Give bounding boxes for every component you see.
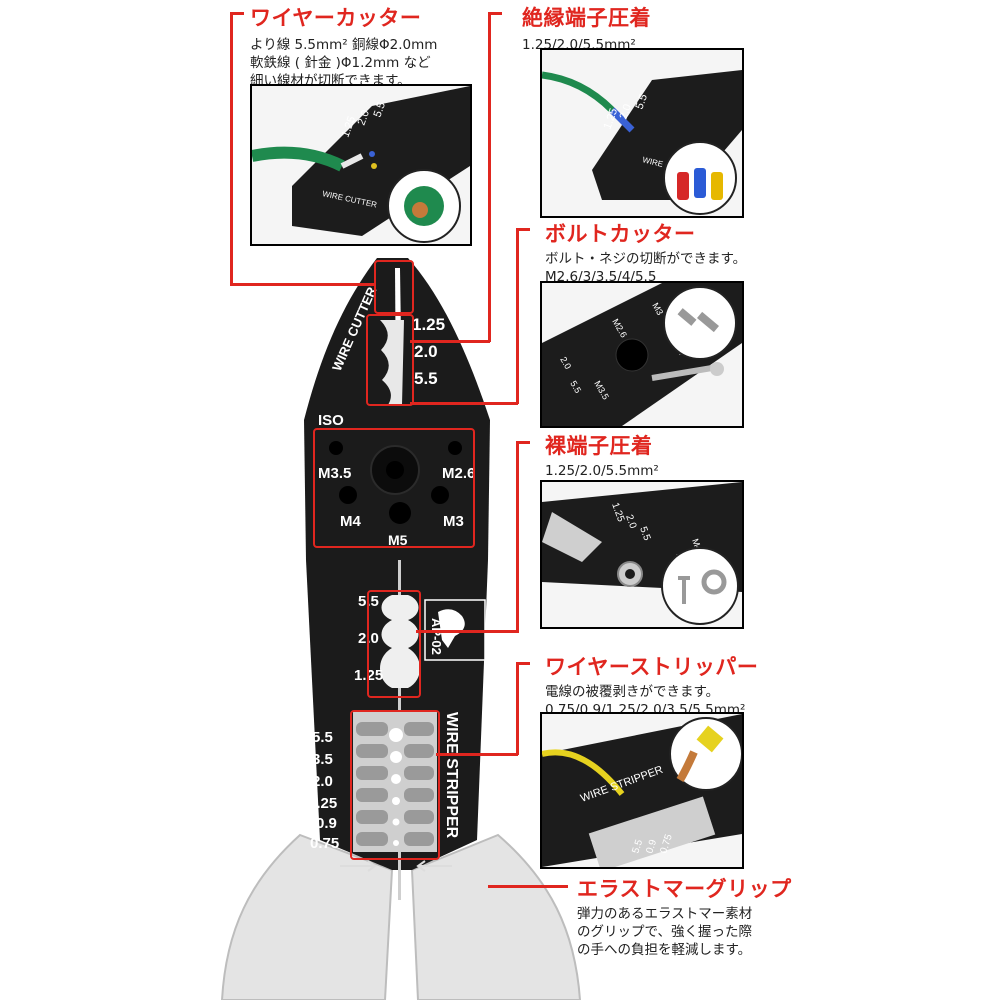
tool-hole-m5: M5 xyxy=(388,532,408,548)
leader-stripper-v xyxy=(516,662,519,755)
leader-bare-top xyxy=(516,441,530,444)
highlight-bare-crimp xyxy=(367,590,421,698)
section-line: ボルト・ネジの切断ができます。 xyxy=(545,251,747,267)
leader-wire-cutter-top xyxy=(230,12,244,15)
section-title: 裸端子圧着 xyxy=(545,434,653,458)
leader-insulated-top xyxy=(488,12,502,15)
tool-hole-m26: M2.6 xyxy=(442,465,475,482)
photo-strip-size-1: 5.5 xyxy=(630,838,645,855)
leader-bolt-top xyxy=(516,228,530,231)
section-line: 電線の被覆剥きができます。 xyxy=(545,684,720,700)
tool-ins-size-3: 5.5 xyxy=(414,369,438,388)
photo-ins-size-2: 2.0 xyxy=(618,103,635,121)
leader-stripper-top xyxy=(516,662,530,665)
section-line: 弾力のあるエラストマー素材 xyxy=(577,906,753,922)
photo-wc-size-3: 5.5 xyxy=(372,101,389,119)
highlight-insulated-crimp xyxy=(366,314,414,406)
section-title: ワイヤーカッター xyxy=(250,6,422,30)
photo-strip-size-2: 0.9 xyxy=(644,838,659,855)
section-wire-cutter: ワイヤーカッター より線 5.5mm² 銅線Φ2.0mm 軟鉄線 ( 針金 )Φ… xyxy=(250,2,437,90)
leader-grip xyxy=(488,885,568,888)
leader-wire-cutter xyxy=(230,12,233,284)
section-grip: エラストマーグリップ 弾力のあるエラストマー素材 のグリップで、強く握った際 の… xyxy=(577,873,792,959)
tool-strip-size-3: 2.0 xyxy=(312,773,333,790)
photo-bare-crimp: 1.25 2.0 5.5 M4 M5 M3 xyxy=(540,480,744,629)
leader-insulated-v xyxy=(488,12,491,342)
highlight-wire-cutter xyxy=(374,260,414,314)
tool-hole-m35: M3.5 xyxy=(318,465,351,482)
leader-insulated-h xyxy=(410,340,490,343)
tool-hole-m3: M3 xyxy=(443,513,464,530)
tool-ins-size-1: 1.25 xyxy=(412,315,445,334)
section-line: 軟鉄線 ( 針金 )Φ1.2mm など xyxy=(250,55,431,71)
tool-strip-size-5: 0.9 xyxy=(316,815,337,832)
highlight-bolt-cutter xyxy=(313,428,475,548)
tool-strip-size-6: 0.75 xyxy=(310,835,339,852)
section-insulated-crimp: 絶縁端子圧着 1.25/2.0/5.5mm² xyxy=(522,2,651,54)
tool-hole-m4: M4 xyxy=(340,513,361,530)
photo-wire-stripper: WIRE STRIPPER 5.5 0.9 0.75 xyxy=(540,712,744,869)
tool-model-label: AP-02 xyxy=(429,618,444,655)
leader-stripper-h xyxy=(436,753,518,756)
photo-wire-cutter: 1.25 2.0 5.5 WIRE CUTTER xyxy=(250,84,472,246)
highlight-wire-stripper xyxy=(350,710,440,860)
leader-bolt-v xyxy=(516,228,519,404)
tool-iso-label: ISO xyxy=(318,412,344,429)
section-line: のグリップで、強く握った際 xyxy=(577,924,752,940)
section-wire-stripper: ワイヤーストリッパー 電線の被覆剥きができます。 0.75/0.9/1.25/2… xyxy=(545,651,758,719)
tool-ins-size-2: 2.0 xyxy=(414,342,438,361)
tool-strip-size-1: 5.5 xyxy=(312,729,333,746)
section-line: の手への負担を軽減します。 xyxy=(577,942,752,958)
section-line: 1.25/2.0/5.5mm² xyxy=(545,463,659,479)
photo-bare-size-3: 5.5 xyxy=(637,525,652,542)
grip-right xyxy=(410,833,582,1000)
section-bolt-cutter: ボルトカッター ボルト・ネジの切断ができます。 M2.6/3/3.5/4/5.5 xyxy=(545,218,746,286)
section-line: より線 5.5mm² 銅線Φ2.0mm xyxy=(250,37,438,53)
leader-bolt-h xyxy=(410,402,518,405)
section-title: エラストマーグリップ xyxy=(577,877,792,901)
tool-strip-size-2: 3.5 xyxy=(312,751,333,768)
leader-bare-h xyxy=(416,630,518,633)
section-bare-crimp: 裸端子圧着 1.25/2.0/5.5mm² xyxy=(545,430,659,480)
section-title: ボルトカッター xyxy=(545,222,696,246)
section-title: 絶縁端子圧着 xyxy=(522,6,651,30)
leader-wire-cutter-h xyxy=(230,283,376,286)
tool-strip-size-4: 1.25 xyxy=(308,795,337,812)
photo-bare-size-2: 2.0 xyxy=(623,513,638,530)
photo-bolt-cutter: M2.6 M3 M3.5 M4 2.0 5.5 xyxy=(540,281,744,428)
photo-insulated-crimp: 1.25 2.0 5.5 WIRE CUTTER xyxy=(540,48,744,218)
leader-bare-v xyxy=(516,441,519,633)
tool-stripper-label: WIRE STRIPPER xyxy=(443,712,460,839)
photo-ins-size-3: 5.5 xyxy=(634,93,651,111)
section-title: ワイヤーストリッパー xyxy=(545,655,759,679)
photo-wc-size-2: 2.0 xyxy=(356,109,373,127)
